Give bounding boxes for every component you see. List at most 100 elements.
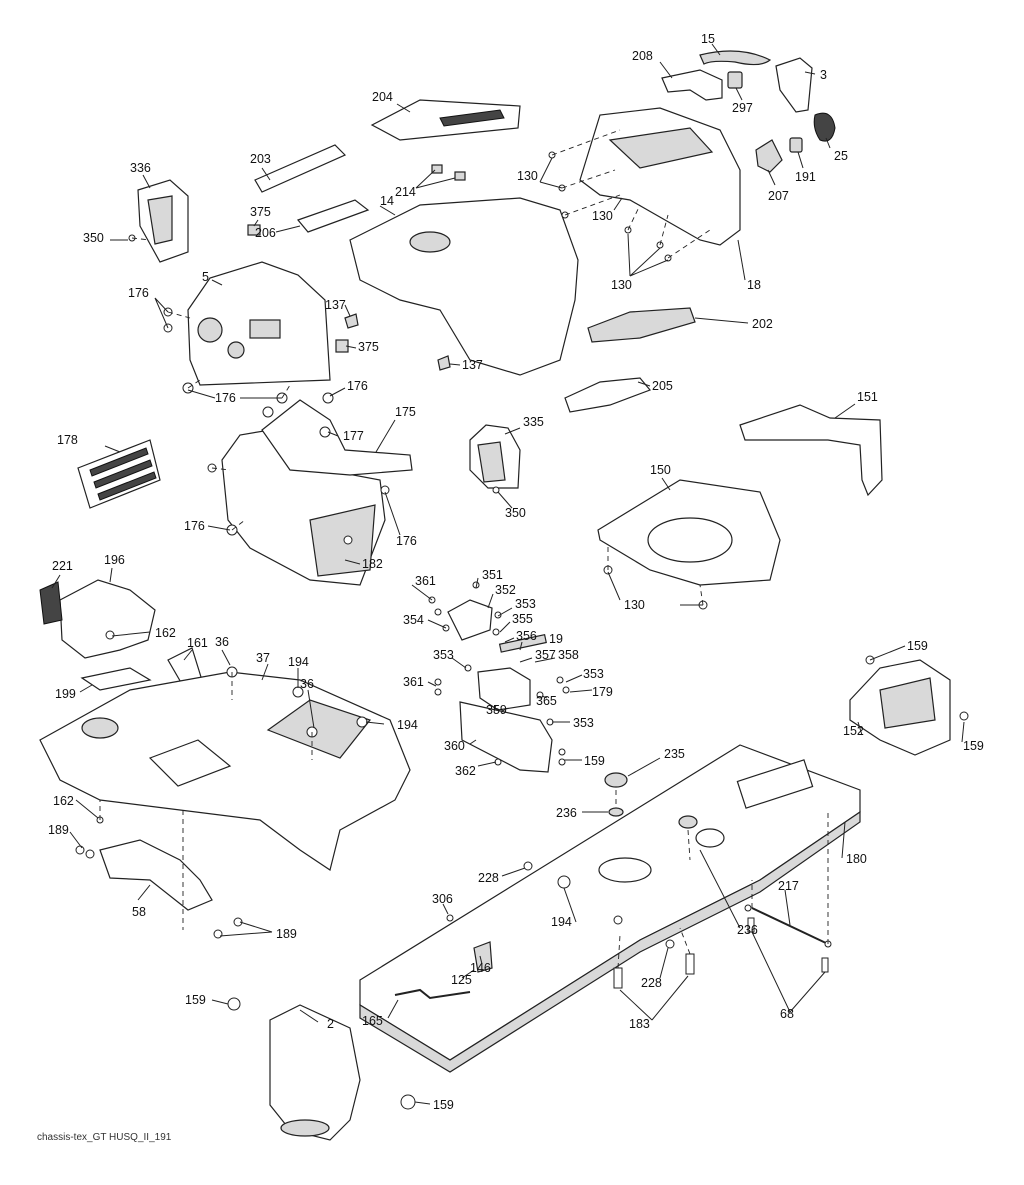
part-150-opening [647,517,733,563]
part-235-pad [604,772,628,788]
callout-355: 355 [512,612,533,626]
callout-183: 183 [629,1017,650,1031]
part-18-mesh [608,127,714,169]
part-3-plate [775,57,813,113]
part-37-pocket [148,739,232,787]
drawing-id-footer: chassis-tex_GT HUSQ_II_191 [37,1132,172,1143]
callout-130-c: 130 [611,278,632,292]
callout-15: 15 [701,32,715,46]
part-208-bracket [661,69,723,101]
leader-lines [51,43,965,1105]
callout-165: 165 [362,1014,383,1028]
callout-37: 37 [256,651,270,665]
part-221-decal [39,581,63,625]
callout-137-b: 137 [462,358,483,372]
part-18-bumper [579,107,741,246]
callout-353-c: 353 [433,648,454,662]
callout-357: 357 [535,648,556,662]
part-2-foot [280,1119,330,1137]
part-177-bushing [319,426,331,438]
callout-214: 214 [395,185,416,199]
callout-177: 177 [343,429,364,443]
callout-208: 208 [632,49,653,63]
part-204-stripes [439,109,505,127]
callout-151: 151 [857,390,878,404]
part-178-slots [89,447,157,501]
part-205-insert [564,377,652,413]
callout-352: 352 [495,583,516,597]
callout-2: 2 [327,1017,334,1031]
callout-221: 221 [52,559,73,573]
callout-3: 3 [820,68,827,82]
callout-159-c: 159 [963,739,984,753]
part-19-actuator [477,667,531,711]
part-25-badge [813,112,836,142]
callout-362: 362 [455,764,476,778]
callout-354: 354 [403,613,424,627]
callout-360: 360 [444,739,465,753]
callout-180: 180 [846,852,867,866]
callout-361-a: 361 [415,574,436,588]
callout-206: 206 [255,226,276,240]
part-15-trim [699,50,772,66]
callout-359: 359 [486,703,507,717]
part-2-plate [269,1004,361,1141]
part-5-display [249,319,281,339]
part-236-washer [608,807,624,817]
callout-235: 235 [664,747,685,761]
part-182-face [309,504,376,577]
part-14-opening [409,231,451,253]
callout-130-a: 130 [517,169,538,183]
callout-191: 191 [795,170,816,184]
part-37-fender [39,671,411,871]
part-180-opening [598,857,652,883]
callout-196: 196 [104,553,125,567]
callout-18: 18 [747,278,761,292]
callout-130-d: 130 [624,598,645,612]
callout-203: 203 [250,152,271,166]
part-5-gauge-2 [227,341,245,359]
callout-375-b: 375 [358,340,379,354]
part-235-pad-2 [678,815,698,829]
part-217-rod [751,907,829,945]
callout-176-c: 176 [215,391,236,405]
callout-236-a: 236 [556,806,577,820]
part-356-rod [498,633,547,653]
part-203-grille [254,144,347,193]
part-58-bracket [99,839,213,911]
callout-175: 175 [395,405,416,419]
callout-350-a: 350 [83,231,104,245]
callout-297: 297 [732,101,753,115]
callout-351: 351 [482,568,503,582]
part-180-slot [736,759,814,809]
callout-207: 207 [768,189,789,203]
callout-205: 205 [652,379,673,393]
callout-159-a: 159 [584,754,605,768]
callout-358: 358 [558,648,579,662]
callout-356: 356 [516,629,537,643]
callout-228-a: 228 [478,871,499,885]
part-202-grille [587,307,696,343]
callout-25: 25 [834,149,848,163]
callout-152: 152 [843,724,864,738]
callout-189-a: 189 [48,823,69,837]
callout-161: 161 [187,636,208,650]
callout-179: 179 [592,685,613,699]
part-137b-clip [437,355,451,371]
callout-130-b: 130 [592,209,613,223]
callout-236-b: 236 [737,923,758,937]
callout-306: 306 [432,892,453,906]
callout-14: 14 [380,194,394,208]
part-336-vent [147,195,173,245]
part-191-clip [789,137,803,153]
callout-217: 217 [778,879,799,893]
part-360-bracket [459,701,553,773]
part-375-piece [247,224,261,236]
callout-375-a: 375 [250,205,271,219]
callout-336: 336 [130,161,151,175]
part-180-opening-2 [695,828,725,848]
part-151-bracket [739,404,883,497]
callout-178: 178 [57,433,78,447]
callout-159-e: 159 [433,1098,454,1112]
callout-204: 204 [372,90,393,104]
